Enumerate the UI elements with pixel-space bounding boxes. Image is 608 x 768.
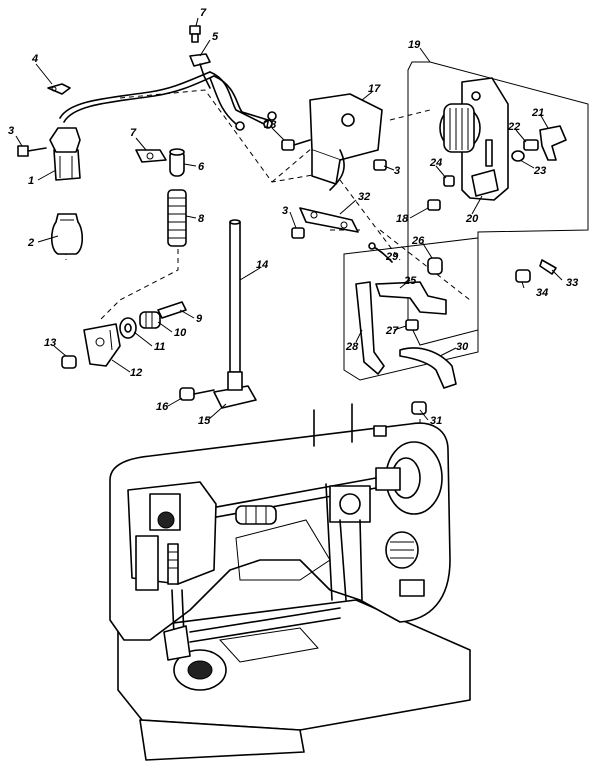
part-1-lamp-socket	[49, 127, 81, 181]
callout-25: 25	[403, 275, 417, 287]
callout-16: 16	[156, 401, 169, 413]
callout-26: 26	[411, 235, 425, 247]
part-6-bushing	[169, 148, 185, 177]
callout-23: 23	[533, 165, 546, 177]
part-23-nut	[511, 150, 525, 162]
part-20-plate	[471, 169, 499, 197]
callout-10: 10	[174, 327, 187, 339]
part-3-screw-c	[291, 227, 305, 239]
callout-24: 24	[429, 157, 442, 169]
part-7-plate	[135, 149, 167, 163]
callout-2: 2	[27, 237, 34, 249]
part-25-arm	[375, 281, 447, 315]
callout-18b: 18	[396, 213, 409, 225]
part-34-screw	[515, 269, 531, 283]
part-3-screw-left	[17, 145, 47, 157]
part-18-screw-a	[281, 139, 311, 151]
callout-3b: 3	[394, 165, 400, 177]
part-16-screw	[179, 387, 215, 401]
callout-22: 22	[507, 121, 520, 133]
callout-27: 27	[385, 325, 399, 337]
part-14-presser-bar	[229, 219, 241, 373]
leader-lines	[15, 17, 563, 421]
part-31-cam-lever	[399, 347, 457, 389]
callout-18a: 18	[264, 119, 277, 131]
part-24-screw	[443, 175, 455, 187]
callout-31: 30	[456, 341, 469, 353]
part-9-pin	[157, 301, 187, 319]
callout-9: 9	[196, 313, 203, 325]
part-32-screw	[411, 401, 427, 415]
callout-20: 20	[465, 213, 479, 225]
callout-4: 4	[31, 53, 38, 65]
part-10-spring	[139, 311, 161, 329]
callout-11: 11	[154, 341, 165, 353]
part-2-bulb	[50, 213, 84, 255]
callout-1: 1	[28, 175, 34, 187]
part-11-washer	[119, 317, 137, 339]
callout-34: 34	[536, 287, 548, 299]
callout-13: 13	[44, 337, 56, 349]
callout-3a: 3	[8, 125, 14, 137]
part-5-wire-harness	[59, 53, 277, 131]
part-13-screw	[61, 355, 77, 369]
callout-19: 19	[408, 39, 421, 51]
part-28-lever	[355, 281, 385, 375]
part-27-screw	[405, 319, 419, 331]
part-17-bracket	[309, 93, 383, 191]
callout-32: 31	[430, 415, 442, 427]
part-12-bracket	[83, 323, 121, 367]
part-15-presser-foot	[213, 371, 257, 409]
part-8-spring	[167, 189, 187, 247]
part-26-bushing	[427, 257, 443, 275]
callout-30: 32	[358, 191, 370, 203]
group-28-outline	[343, 237, 479, 381]
part-22-screw	[523, 139, 539, 151]
callout-29: 29	[385, 251, 399, 263]
callout-14: 14	[256, 259, 268, 271]
sewing-machine-body	[109, 403, 471, 761]
callout-3c: 3	[282, 205, 288, 217]
callout-8: 8	[198, 213, 205, 225]
part-21-lever	[539, 125, 567, 161]
callout-21: 21	[531, 107, 544, 119]
part-18-screw-b	[427, 199, 441, 211]
part-7-screw	[189, 25, 201, 43]
callout-6: 6	[198, 161, 205, 173]
callout-28: 28	[345, 341, 359, 353]
part-3-screw-b	[373, 159, 387, 171]
callout-5: 5	[212, 31, 219, 43]
callout-7a: 7	[200, 7, 207, 19]
part-30-link-plate	[299, 207, 359, 233]
part-19-tension-unit	[439, 77, 509, 201]
callout-labels: 7 5 4 3 1 2 7 6 8 9 10 11 12 13 14 15 16…	[8, 7, 578, 427]
callout-33: 33	[566, 277, 578, 289]
part-4-clip	[47, 83, 71, 95]
callout-17: 17	[368, 83, 381, 95]
callout-12: 12	[130, 367, 142, 379]
callout-7b: 7	[130, 127, 137, 139]
callout-15: 15	[198, 415, 211, 427]
